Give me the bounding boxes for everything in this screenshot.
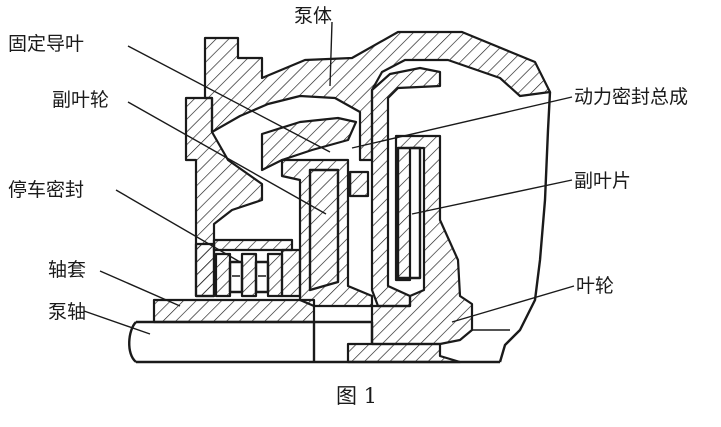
label-auxiliary-blade: 副叶片 <box>574 170 631 192</box>
label-parking-seal: 停车密封 <box>8 179 84 201</box>
label-pump-body: 泵体 <box>294 5 332 27</box>
dynamic-seal-assembly <box>348 170 370 198</box>
label-fixed-guide-vane: 固定导叶 <box>8 33 84 55</box>
label-dynamic-seal-assembly: 动力密封总成 <box>574 86 688 108</box>
figure-caption: 图 1 <box>336 384 377 408</box>
label-shaft-sleeve: 轴套 <box>48 259 86 281</box>
parking-seal <box>194 238 302 298</box>
pump-body <box>184 30 552 308</box>
label-auxiliary-impeller: 副叶轮 <box>52 89 109 111</box>
shaft-sleeve <box>152 298 316 324</box>
casing-outline <box>460 91 552 364</box>
auxiliary-blade <box>396 146 422 280</box>
auxiliary-impeller <box>280 158 374 308</box>
label-pump-shaft: 泵轴 <box>48 301 86 323</box>
parking-seal-rings <box>214 252 284 298</box>
fixed-guide-vane <box>260 116 358 172</box>
leader-lines <box>83 21 575 335</box>
impeller-hub <box>346 342 462 364</box>
label-impeller: 叶轮 <box>576 275 614 297</box>
